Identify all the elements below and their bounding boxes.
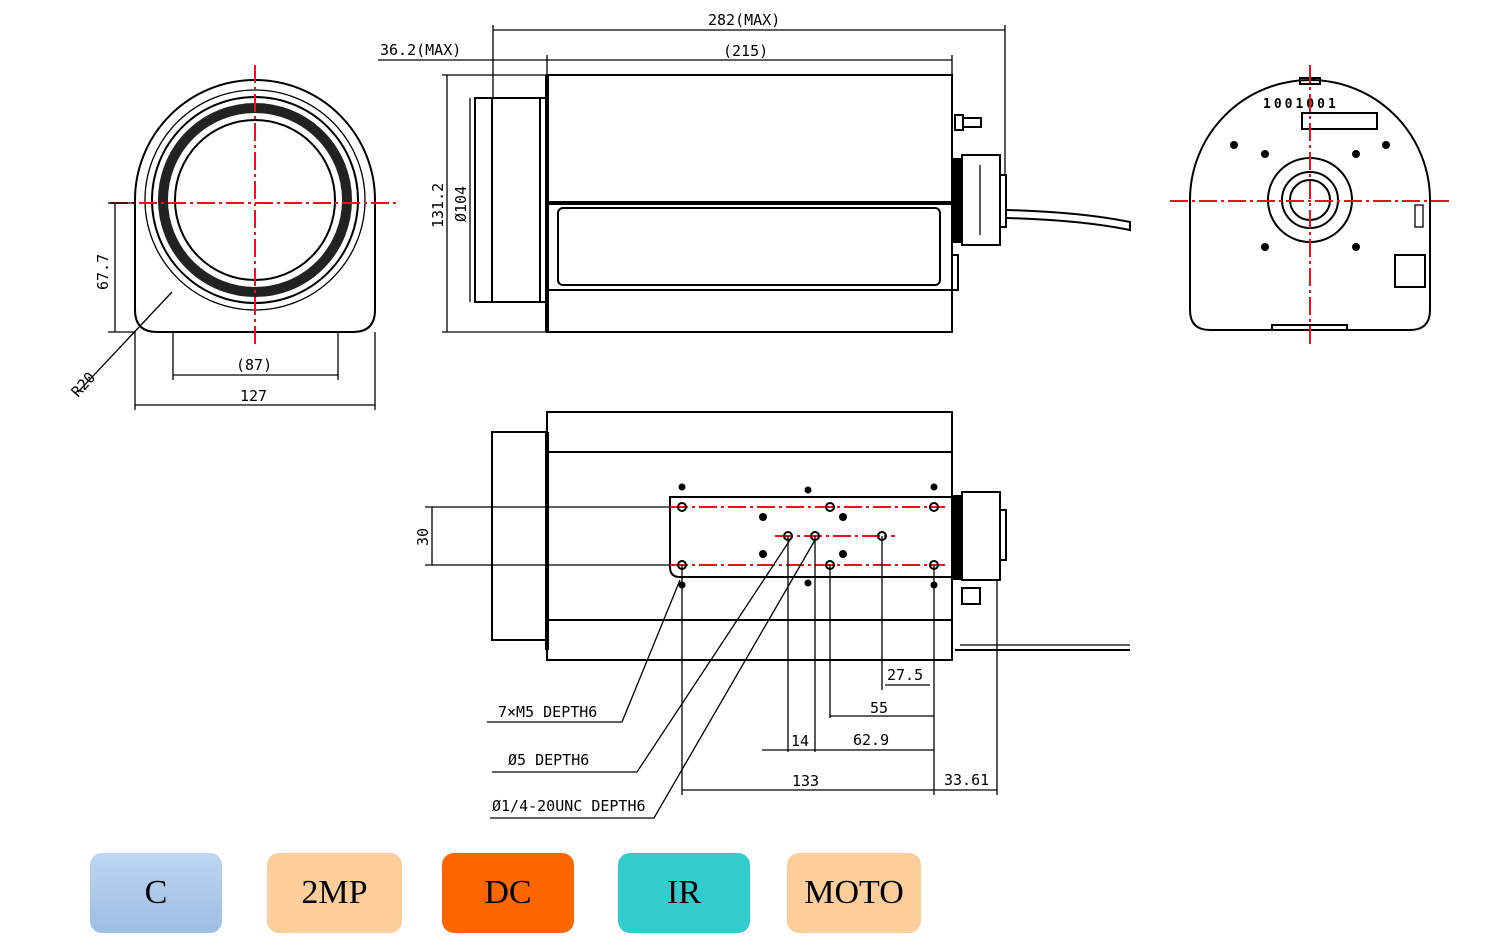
dim-14: 14 [791,732,809,750]
front-inner-width-dim: (87) [236,356,272,374]
tag-2mp-label: 2MP [301,874,368,911]
tag-c-label: C [144,874,168,911]
front-height-dim: 67.7 [94,254,112,290]
dim-55: 55 [870,699,888,717]
front-width-dim: 127 [240,387,267,405]
dim-27-5: 27.5 [887,666,923,684]
note-d5: Ø5 DEPTH6 [508,751,589,769]
tag-dc-label: DC [484,874,532,911]
total-length-dim: 282(MAX) [708,11,780,29]
tag-dc: DC [442,853,574,933]
tag-2mp: 2MP [267,853,402,933]
dip-switch-label: 1001001 [1263,97,1339,112]
tag-moto: MOTO [787,853,921,933]
lens-diameter-dim: Ø104 [452,186,470,222]
note-m5: 7×M5 DEPTH6 [498,703,597,721]
back-view: 1001001 [1170,65,1452,348]
tag-c: C [90,853,222,933]
tag-ir: IR [618,853,750,933]
front-view: 67.7 (87) 127 R20 [68,65,400,410]
bottom-view: 30 27.5 55 14 62.9 133 33.61 7×M5 DEPTH6… [414,411,1130,819]
body-length-dim: (215) [723,42,768,60]
tag-moto-label: MOTO [804,874,904,911]
tag-ir-label: IR [667,874,701,911]
lens-length-dim: 36.2(MAX) [380,41,461,59]
front-radius-dim: R20 [68,368,100,400]
dim-133: 133 [792,772,819,790]
height-dim: 131.2 [429,183,447,228]
dim-62-9: 62.9 [853,731,889,749]
side-view: 282(MAX) 36.2(MAX) (215) 131.2 Ø104 [378,11,1131,333]
note-unc: Ø1/4-20UNC DEPTH6 [492,797,646,815]
dim-33-61: 33.61 [944,771,989,789]
hole-spacing-dim: 30 [414,528,432,546]
